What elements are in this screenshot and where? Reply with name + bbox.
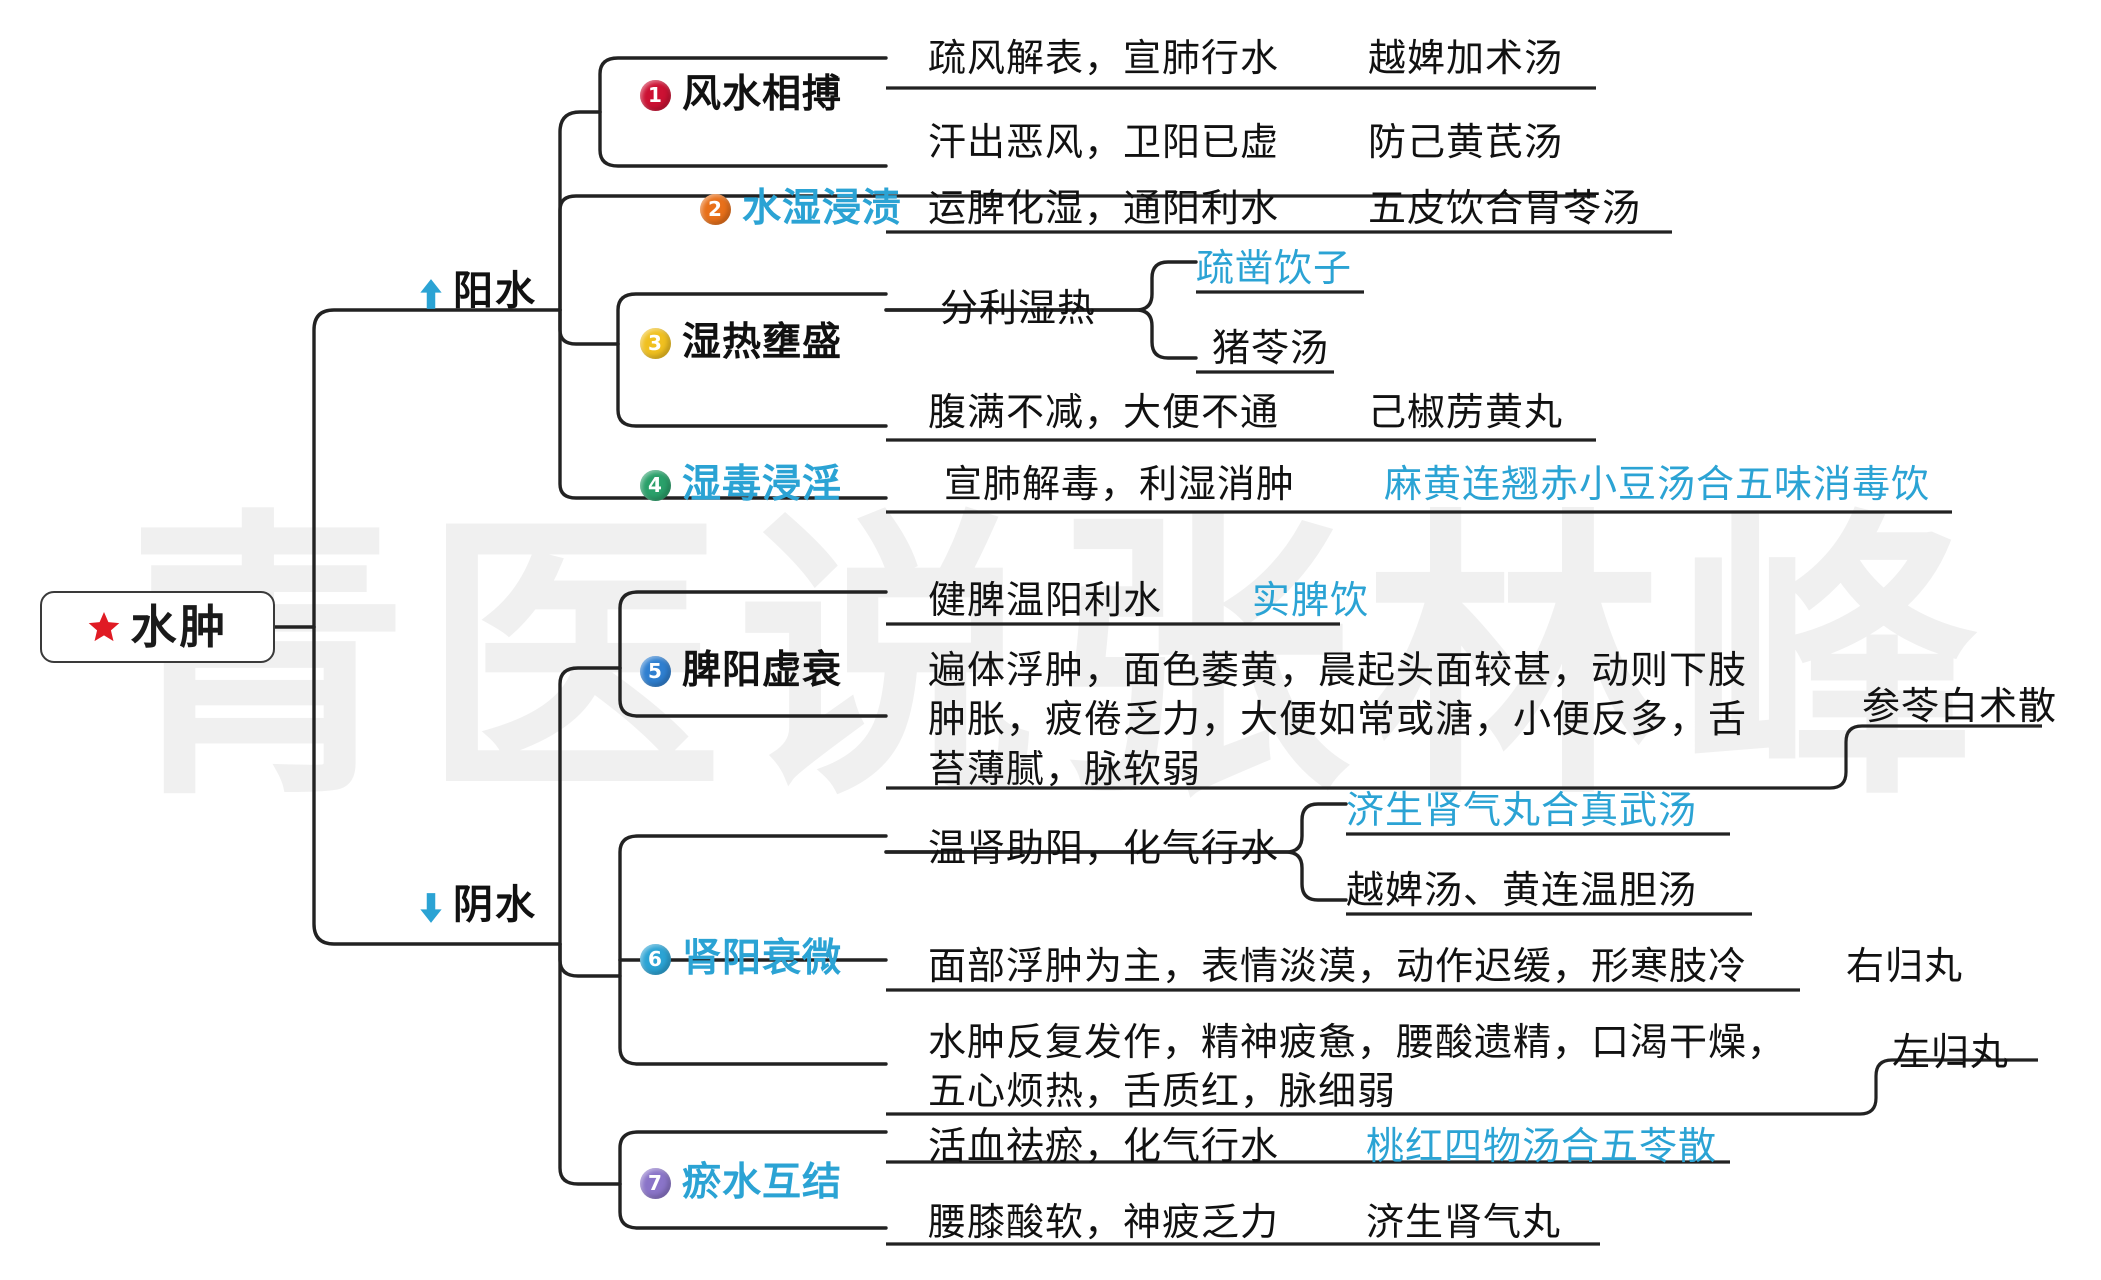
leaf-3-formula-b: 猪苓汤 (1212, 326, 1330, 370)
syndrome-label-5: 脾阳虚衰 (682, 648, 843, 693)
root-label: 水肿 (130, 599, 229, 654)
leaf-5-symptoms: 遍体浮肿，面色萎黄，晨起头面较甚，动则下肢 肿胀，疲倦乏力，大便如常或溏，小便反… (928, 648, 1748, 791)
syndrome-label-7: 瘀水互结 (682, 1160, 843, 1205)
syndrome-label-4: 湿毒浸淫 (682, 462, 843, 507)
arrow-down-icon (418, 889, 444, 923)
syndrome-node-6[interactable]: 6 肾阳衰微 (640, 936, 842, 982)
syndrome-node-2[interactable]: 2 水湿浸渍 (700, 186, 902, 232)
badge-2: 2 (700, 193, 731, 225)
leaf-3-formula-a: 疏凿饮子 (1196, 246, 1353, 290)
syndrome-node-4[interactable]: 4 湿毒浸淫 (640, 462, 842, 508)
leaf-6-formula-b: 越婢汤、黄连温胆汤 (1346, 868, 1698, 912)
leaf-5-method: 健脾温阳利水 (928, 578, 1163, 622)
root-node[interactable]: 水肿 (40, 591, 275, 663)
arrow-up-icon (418, 275, 444, 309)
syndrome-node-7[interactable]: 7 瘀水互结 (640, 1160, 842, 1206)
syndrome-node-1[interactable]: 1 风水相搏 (640, 72, 842, 118)
leaf-7b-formula: 济生肾气丸 (1366, 1200, 1562, 1244)
syndrome-node-5[interactable]: 5 脾阳虚衰 (640, 648, 842, 694)
branch-label: 阳水 (453, 268, 537, 314)
leaf-6b-symptoms: 面部浮肿为主，表情淡漠，动作迟缓，形寒肢冷 (928, 944, 1748, 988)
syndrome-label-6: 肾阳衰微 (682, 936, 843, 981)
leaf-3-method: 分利湿热 (940, 286, 1097, 330)
leaf-7a-method: 活血祛瘀，化气行水 (928, 1124, 1280, 1168)
leaf-6c-formula: 左归丸 (1892, 1030, 2010, 1074)
leaf-6b-formula: 右归丸 (1846, 944, 1964, 988)
leaf-6c-symptoms: 水肿反复发作，精神疲惫，腰酸遗精，口渴干燥， 五心烦热，舌质红，脉细弱 (928, 1020, 1787, 1114)
branch-label: 阴水 (453, 882, 537, 928)
leaf-5-formula: 实脾饮 (1252, 578, 1370, 622)
leaf-3b-method: 腹满不减，大便不通 (928, 390, 1280, 434)
badge-5: 5 (640, 655, 671, 687)
leaf-6-formula-a: 济生肾气丸合真武汤 (1346, 788, 1698, 832)
red-star-icon (87, 610, 121, 644)
leaf-1a-method: 疏风解表，宣肺行水 (928, 36, 1280, 80)
leaf-1a-formula: 越婢加术汤 (1368, 36, 1564, 80)
leaf-6-method: 温肾助阳，化气行水 (928, 826, 1280, 870)
leaf-4-formula: 麻黄连翘赤小豆汤合五味消毒饮 (1384, 462, 1931, 506)
badge-6: 6 (640, 943, 671, 975)
leaf-7a-formula: 桃红四物汤合五苓散 (1366, 1124, 1718, 1168)
leaf-4-method: 宣肺解毒，利湿消肿 (944, 462, 1296, 506)
branch-yinshui[interactable]: 阴水 (418, 882, 537, 929)
badge-7: 7 (640, 1167, 671, 1199)
leaf-1b-formula: 防己黄芪汤 (1368, 120, 1564, 164)
leaf-7b-method: 腰膝酸软，神疲乏力 (928, 1200, 1280, 1244)
leaf-3b-formula: 己椒苈黄丸 (1368, 390, 1564, 434)
leaf-1b-method: 汗出恶风，卫阳已虚 (928, 120, 1280, 164)
leaf-5-symptoms-formula: 参苓白术散 (1862, 684, 2058, 728)
syndrome-node-3[interactable]: 3 湿热壅盛 (640, 320, 842, 366)
leaf-2-formula: 五皮饮合胃苓汤 (1368, 186, 1642, 230)
badge-3: 3 (640, 327, 671, 359)
badge-4: 4 (640, 469, 671, 501)
leaf-2-method: 运脾化湿，通阳利水 (928, 186, 1280, 230)
syndrome-label-3: 湿热壅盛 (682, 320, 843, 365)
branch-yangshui[interactable]: 阳水 (418, 268, 537, 315)
syndrome-label-1: 风水相搏 (682, 72, 843, 117)
badge-1: 1 (640, 79, 671, 111)
syndrome-label-2: 水湿浸渍 (742, 186, 903, 231)
